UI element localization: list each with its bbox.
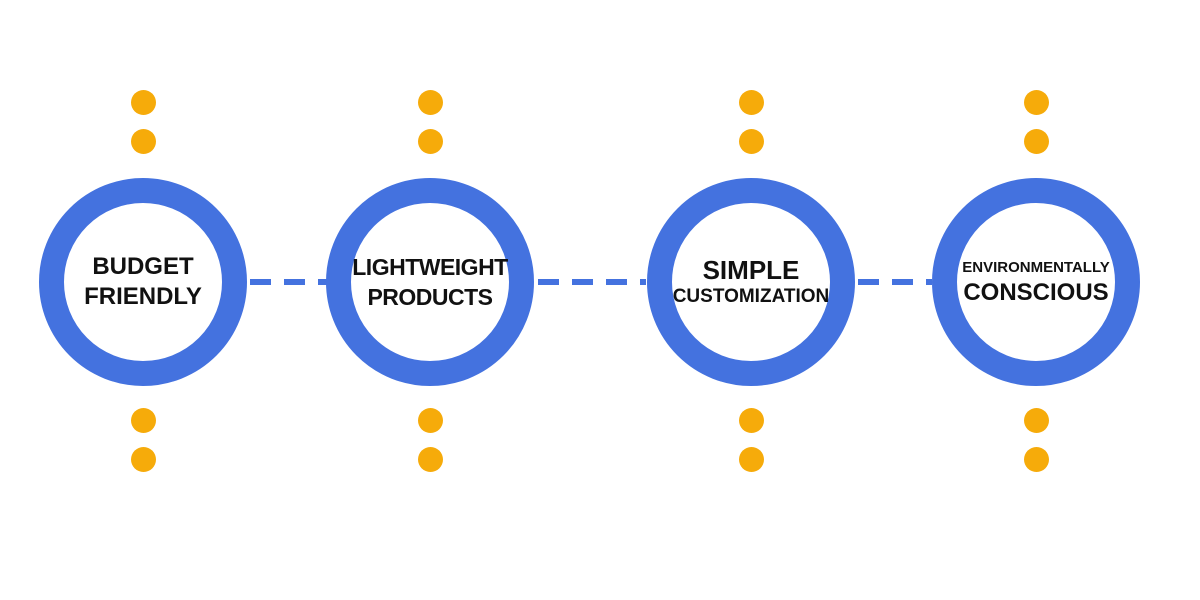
- dots-top: [738, 90, 764, 154]
- dot-icon: [1023, 447, 1049, 472]
- node-label: LIGHTWEIGHT PRODUCTS: [352, 252, 508, 312]
- dot-icon: [1023, 408, 1049, 433]
- dashed-connector: [538, 279, 646, 285]
- node-label: SIMPLE CUSTOMIZATION: [673, 255, 830, 309]
- dot-icon: [417, 90, 443, 115]
- node-label-line2: PRODUCTS: [367, 284, 493, 310]
- dot-icon: [130, 408, 156, 433]
- node-label-line1: BUDGET: [92, 253, 194, 280]
- dot-icon: [130, 90, 156, 115]
- dots-bottom: [417, 408, 443, 472]
- node-label: ENVIRONMENTALLY CONSCIOUS: [962, 257, 1110, 308]
- dot-icon: [417, 129, 443, 154]
- dot-icon: [417, 408, 443, 433]
- dots-bottom: [130, 408, 156, 472]
- ring-circle: ENVIRONMENTALLY CONSCIOUS: [932, 178, 1140, 386]
- feature-node-environmentally-conscious: ENVIRONMENTALLY CONSCIOUS: [932, 90, 1140, 472]
- dot-icon: [738, 129, 764, 154]
- node-label-line2: FRIENDLY: [84, 283, 202, 310]
- node-label-line2: CONSCIOUS: [963, 278, 1109, 306]
- dashed-connector: [250, 279, 328, 285]
- dashed-connector: [858, 279, 932, 285]
- dot-icon: [738, 90, 764, 115]
- node-label-line1: SIMPLE: [702, 255, 800, 285]
- dot-icon: [1023, 90, 1049, 115]
- ring-circle: BUDGET FRIENDLY: [39, 178, 247, 386]
- dot-icon: [738, 408, 764, 433]
- node-label-line1: ENVIRONMENTALLY: [962, 258, 1110, 276]
- dot-icon: [130, 129, 156, 154]
- dot-icon: [1023, 129, 1049, 154]
- dots-bottom: [1023, 408, 1049, 472]
- feature-node-budget-friendly: BUDGET FRIENDLY: [39, 90, 247, 472]
- ring-circle: LIGHTWEIGHT PRODUCTS: [326, 178, 534, 386]
- dot-icon: [738, 447, 764, 472]
- dots-top: [130, 90, 156, 154]
- node-label: BUDGET FRIENDLY: [84, 252, 202, 312]
- dot-icon: [417, 447, 443, 472]
- dots-bottom: [738, 408, 764, 472]
- feature-node-lightweight-products: LIGHTWEIGHT PRODUCTS: [326, 90, 534, 472]
- dot-icon: [130, 447, 156, 472]
- node-label-line1: LIGHTWEIGHT: [352, 254, 508, 280]
- feature-node-simple-customization: SIMPLE CUSTOMIZATION: [647, 90, 855, 472]
- node-label-line2: CUSTOMIZATION: [672, 286, 830, 307]
- dots-top: [417, 90, 443, 154]
- ring-circle: SIMPLE CUSTOMIZATION: [647, 178, 855, 386]
- dots-top: [1023, 90, 1049, 154]
